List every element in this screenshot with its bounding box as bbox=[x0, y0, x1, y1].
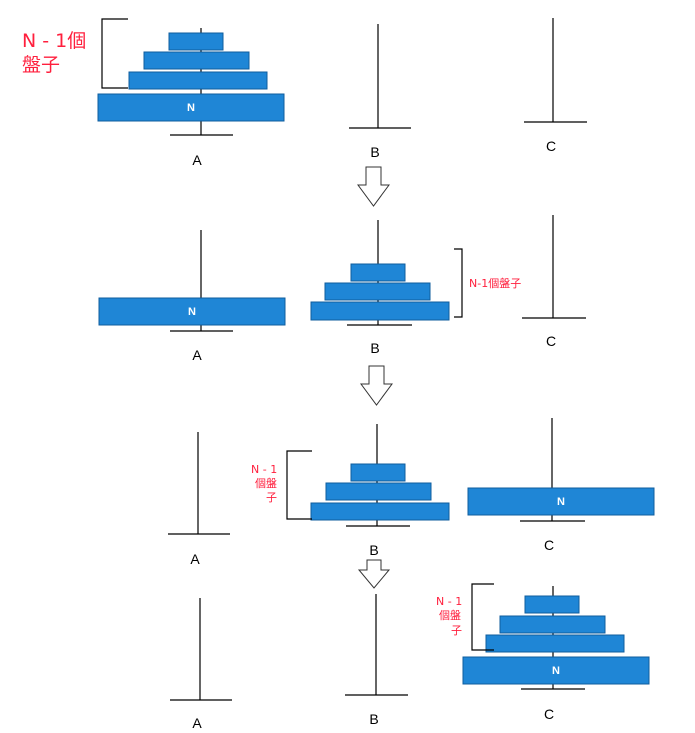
disk-large bbox=[310, 301, 450, 321]
disk-n bbox=[462, 656, 650, 685]
peg-b-stage-1 bbox=[349, 24, 411, 129]
disk-n-label: N bbox=[557, 496, 565, 508]
disk-n-label: N bbox=[188, 306, 196, 318]
down-arrow-icon bbox=[357, 166, 390, 207]
down-arrow-icon bbox=[357, 559, 391, 589]
peg-label-b: B bbox=[369, 711, 378, 727]
peg-label-c: C bbox=[544, 706, 554, 722]
peg-label-a: A bbox=[192, 152, 202, 168]
stage-2: N N-1個盤子 A B C bbox=[98, 215, 586, 363]
disk-medium bbox=[143, 51, 250, 70]
peg-label-a: A bbox=[192, 347, 202, 363]
stage-3: N - 1 個盤 子 N A B C bbox=[168, 418, 655, 567]
bracket bbox=[471, 583, 494, 651]
disk-medium bbox=[499, 615, 606, 634]
disk-medium bbox=[324, 282, 431, 301]
disk-n bbox=[97, 93, 285, 122]
peg-label-c: C bbox=[544, 537, 554, 553]
stage-1: N N - 1個 盤子 A B C bbox=[22, 18, 587, 168]
note-line-1: N - 1個 bbox=[22, 30, 86, 52]
bracket bbox=[101, 18, 128, 89]
disk-n bbox=[98, 297, 286, 326]
peg-label-a: A bbox=[192, 715, 202, 731]
peg-a-stage-4 bbox=[170, 598, 232, 701]
down-arrow-icon bbox=[360, 365, 393, 406]
peg-label-b: B bbox=[370, 144, 379, 160]
peg-b-stage-4 bbox=[345, 594, 408, 696]
disk-n bbox=[467, 487, 655, 516]
peg-c-stage-2 bbox=[522, 215, 586, 319]
peg-label-c: C bbox=[546, 333, 556, 349]
peg-label-c: C bbox=[546, 138, 556, 154]
note-line-2: 盤子 bbox=[22, 54, 60, 76]
note: N-1個盤子 bbox=[469, 277, 521, 290]
bracket bbox=[454, 248, 463, 318]
disk-small bbox=[168, 32, 224, 51]
peg-label-b: B bbox=[370, 340, 379, 356]
note-line-2: 個盤 bbox=[439, 609, 461, 622]
disk-small bbox=[350, 463, 406, 482]
stage-4: N N - 1 個盤 子 A B C bbox=[170, 583, 650, 731]
disk-large bbox=[128, 71, 268, 90]
peg-a-stage-3 bbox=[168, 432, 230, 535]
disk-n-label: N bbox=[552, 665, 560, 677]
disk-n-label: N bbox=[187, 102, 195, 114]
disk-large bbox=[485, 634, 625, 653]
disk-large bbox=[310, 502, 450, 521]
note-line-3: 子 bbox=[266, 491, 277, 504]
note-line-1: N - 1 bbox=[251, 463, 277, 476]
disk-small bbox=[524, 595, 580, 614]
peg-label-a: A bbox=[190, 551, 200, 567]
note-line-3: 子 bbox=[451, 624, 462, 637]
note-line-2: 個盤 bbox=[255, 477, 277, 490]
disk-medium bbox=[325, 482, 432, 501]
peg-label-b: B bbox=[369, 542, 378, 558]
note-line-1: N - 1 bbox=[436, 595, 462, 608]
peg-c-stage-1 bbox=[524, 18, 587, 123]
disk-small bbox=[350, 263, 406, 282]
bracket bbox=[286, 450, 312, 520]
